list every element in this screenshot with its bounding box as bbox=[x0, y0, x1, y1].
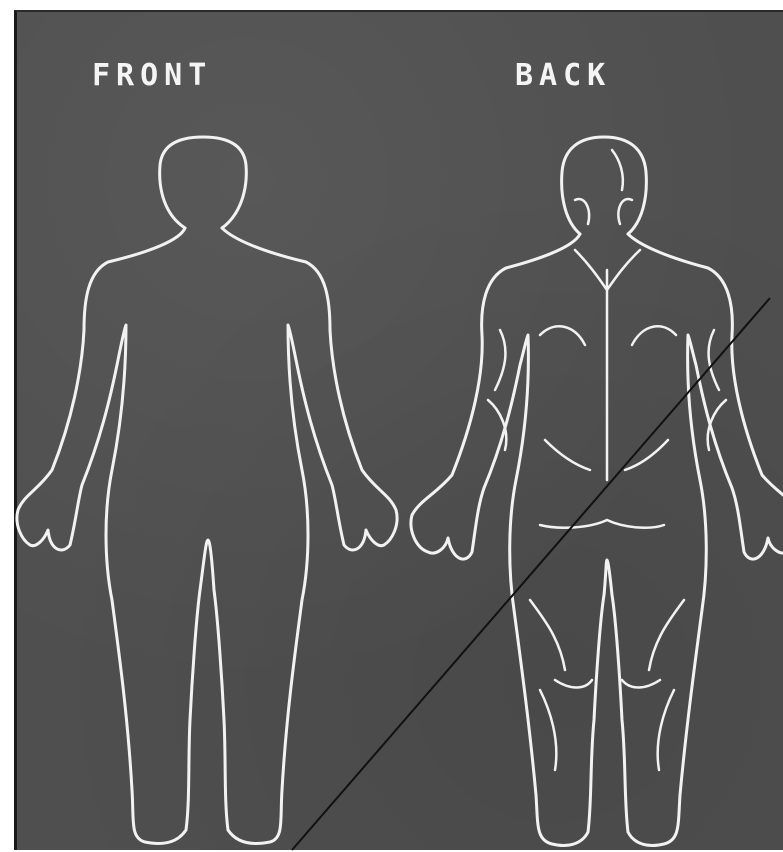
front-body-figure-icon bbox=[17, 137, 397, 844]
back-arm-muscles-right bbox=[708, 330, 726, 450]
back-thighs bbox=[530, 600, 684, 670]
front-body-outline bbox=[17, 228, 397, 844]
front-head bbox=[160, 137, 247, 228]
back-calves bbox=[540, 690, 674, 770]
back-head-detail bbox=[575, 150, 632, 224]
back-head bbox=[562, 137, 647, 234]
back-knees bbox=[555, 680, 660, 688]
diagonal-line bbox=[292, 298, 770, 850]
back-body-figure-icon bbox=[411, 137, 783, 846]
back-body-outline bbox=[411, 234, 783, 846]
back-glutes bbox=[540, 520, 664, 528]
